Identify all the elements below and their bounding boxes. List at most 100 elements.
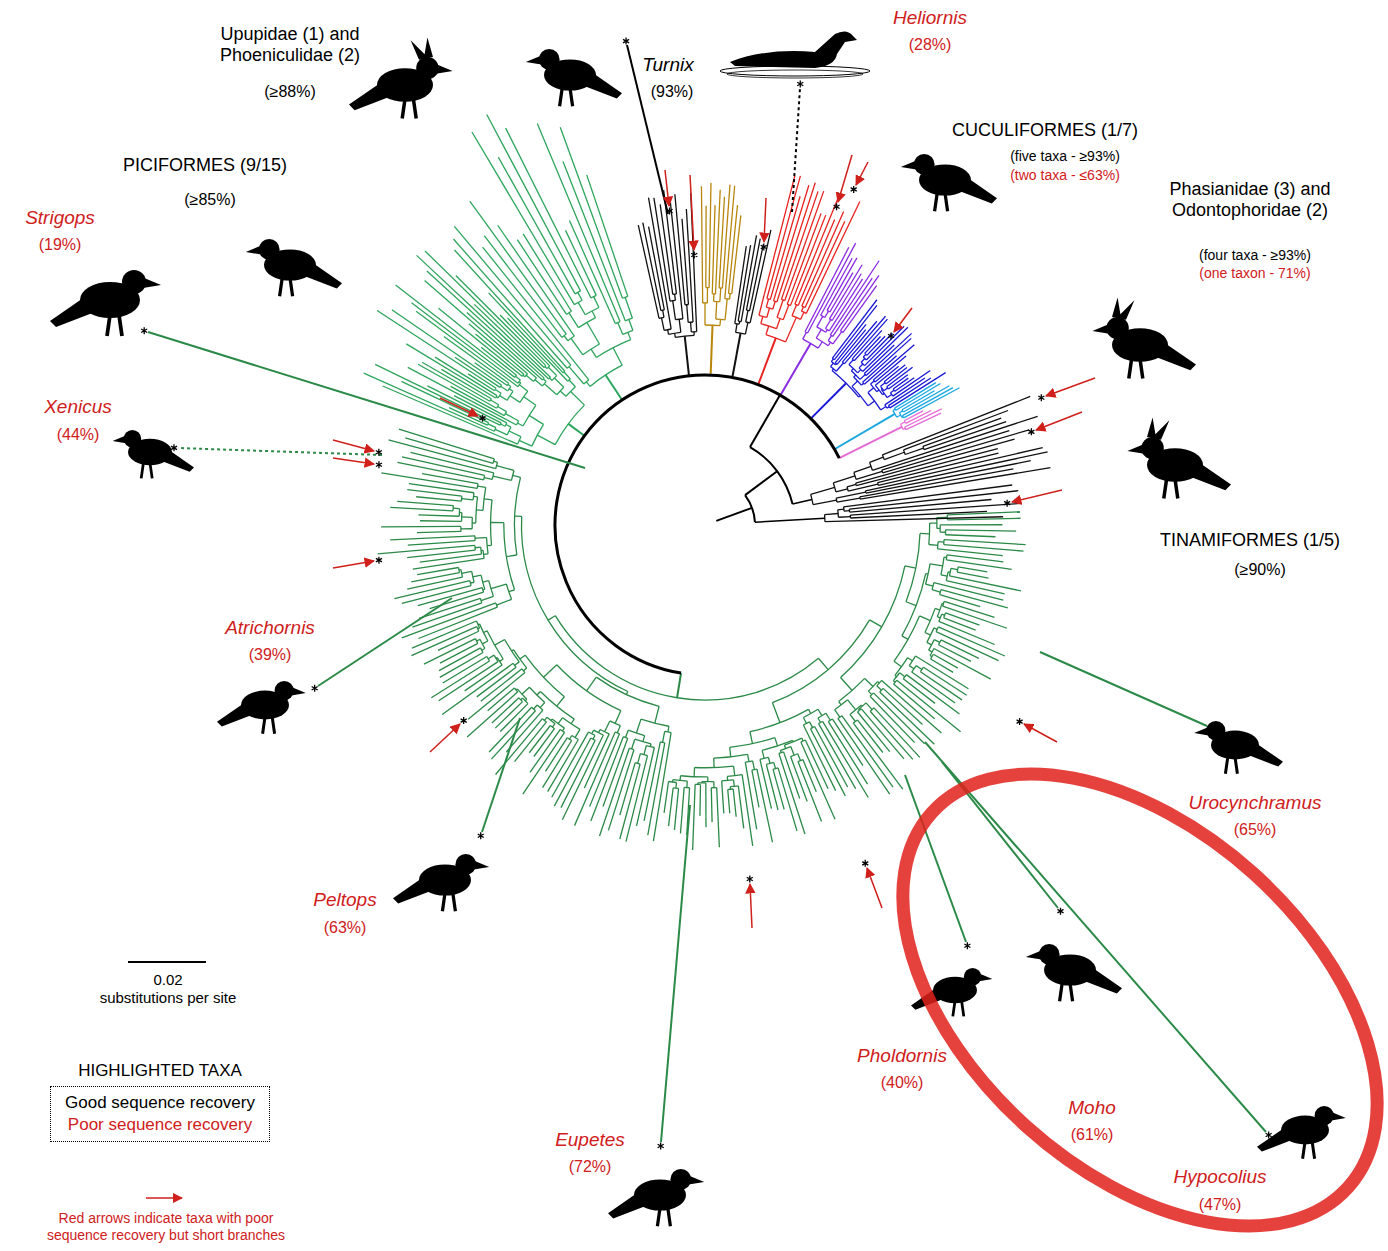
tree-branch xyxy=(520,391,528,402)
tree-branch xyxy=(904,421,905,424)
tree-branch xyxy=(497,599,512,605)
bird-legs xyxy=(657,1208,670,1226)
tree-branch xyxy=(548,616,555,620)
phylogenetic-tree xyxy=(364,115,1051,851)
tree-branch xyxy=(583,344,600,355)
tree-branch xyxy=(733,789,736,817)
tree-branch xyxy=(483,550,484,558)
bird-head xyxy=(539,49,560,70)
tree-branch xyxy=(523,405,536,426)
tree-branch xyxy=(957,567,959,572)
tree-branch xyxy=(476,509,483,511)
tree-branch xyxy=(902,388,953,416)
tree-branch xyxy=(475,537,486,539)
tree-branch xyxy=(827,258,857,310)
tree-branch xyxy=(496,462,498,468)
tree-branch xyxy=(786,318,797,342)
tree-branch xyxy=(930,564,943,566)
tree-branch xyxy=(881,383,885,387)
tree-branch xyxy=(827,310,830,312)
tree-branch xyxy=(494,655,498,661)
tree-branch xyxy=(760,757,768,759)
tree-branch xyxy=(495,388,497,390)
tree-branch xyxy=(407,550,475,557)
tree-branch xyxy=(801,311,806,313)
tree-branch xyxy=(946,530,1017,531)
tree-branch xyxy=(833,332,842,344)
tree-branch xyxy=(810,722,813,728)
tree-branch xyxy=(770,196,800,299)
tree-branch xyxy=(936,632,999,661)
tree-branch xyxy=(569,367,584,384)
tree-branch xyxy=(803,332,807,339)
tree-branch xyxy=(858,709,862,712)
tree-branch xyxy=(473,575,481,577)
tree-branch xyxy=(730,747,731,756)
tree-branch xyxy=(944,613,946,618)
tree-branch xyxy=(560,127,622,298)
tree-branch xyxy=(772,620,869,703)
tree-branch xyxy=(750,709,809,731)
tree-branch xyxy=(929,544,938,546)
tree-branch xyxy=(492,698,519,723)
bird-tail xyxy=(1154,339,1196,370)
tree-branch xyxy=(736,324,737,333)
tree-branch xyxy=(564,372,570,379)
tree-branch xyxy=(669,332,681,334)
tree-branch xyxy=(643,223,661,311)
tree-branch xyxy=(515,662,520,665)
tree-branch xyxy=(635,763,640,764)
tree-branch xyxy=(542,719,546,722)
tree-branch xyxy=(803,722,809,725)
tree-branch xyxy=(893,389,895,391)
tree-branch xyxy=(729,293,731,299)
tree-branch xyxy=(535,380,542,386)
tree-branch xyxy=(801,312,804,319)
tree-branch xyxy=(675,782,677,788)
tree-branch xyxy=(838,516,850,518)
tree-branch xyxy=(905,409,942,427)
tree-branch xyxy=(472,132,574,305)
asterisk-symbol xyxy=(376,461,382,468)
bird-beak xyxy=(474,861,490,870)
tree-branch xyxy=(931,654,934,659)
tree-branch xyxy=(537,705,543,710)
tree-branch xyxy=(507,427,511,435)
tree-branch xyxy=(791,747,794,756)
tree-branch xyxy=(745,761,752,762)
tree-branch xyxy=(943,601,945,606)
bird-head xyxy=(964,968,982,986)
figure-label: (93%) xyxy=(651,83,694,101)
tree-branch xyxy=(944,540,1026,545)
tree-branch xyxy=(746,239,760,311)
figure-label: (19%) xyxy=(39,236,82,254)
tree-branch xyxy=(487,115,581,291)
tree-branch xyxy=(617,726,620,733)
bird-legs xyxy=(1060,983,1073,1001)
bird-silhouette xyxy=(901,154,997,211)
asterisk-symbol xyxy=(478,832,484,839)
tree-branch xyxy=(738,786,743,829)
figure-label: Turnix xyxy=(642,54,693,76)
tree-branch xyxy=(946,572,948,581)
tree-branch xyxy=(462,516,473,518)
tree-branch xyxy=(906,602,916,606)
tree-branch xyxy=(848,700,856,710)
figure-label: Upupidae (1) and Phoeniculidae (2) xyxy=(180,24,400,65)
bird-beak xyxy=(1026,951,1042,960)
bird-beak xyxy=(526,56,542,65)
long-branch xyxy=(148,332,585,468)
tree-branch xyxy=(422,474,478,484)
tree-branch xyxy=(936,627,938,632)
bird-beak xyxy=(113,436,126,444)
asterisk-symbol xyxy=(761,243,767,250)
tree-branch xyxy=(506,710,543,752)
tree-branch xyxy=(920,672,961,700)
tree-branch xyxy=(547,717,555,723)
tree-branch xyxy=(902,416,903,418)
tree-branch xyxy=(703,302,708,303)
tree-branch xyxy=(482,641,487,644)
tree-branch xyxy=(817,316,823,327)
figure-label: (four taxa - ≥93%) xyxy=(1199,247,1311,263)
tree-branch xyxy=(526,375,533,381)
